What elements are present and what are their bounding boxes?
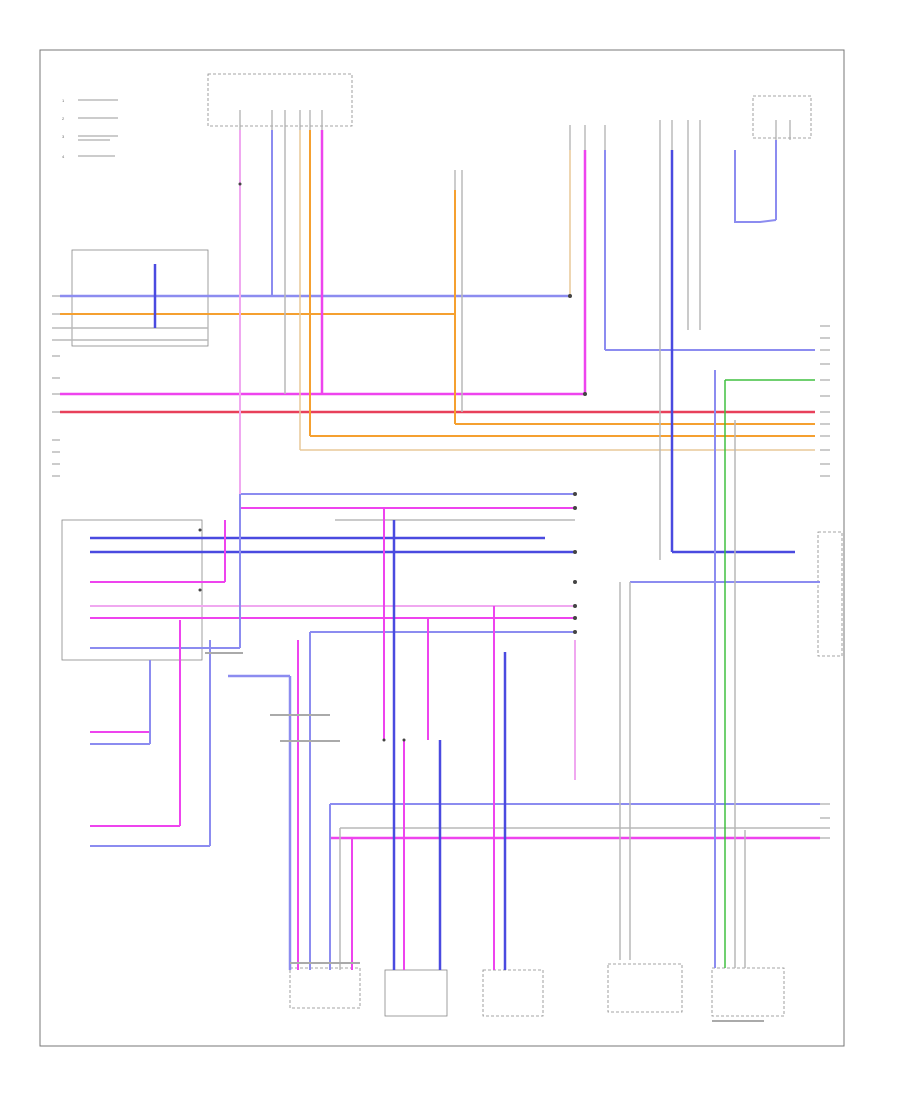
connector-block-left bbox=[71, 249, 209, 347]
pin-stubs bbox=[239, 110, 791, 190]
legend-num-4: 4 bbox=[62, 154, 65, 159]
legend: 1 2 3 4 bbox=[62, 98, 118, 159]
legend-num-2: 2 bbox=[62, 116, 65, 121]
connector-block-right bbox=[817, 531, 843, 657]
module-top-right-component bbox=[752, 95, 812, 139]
module-bottom-1 bbox=[289, 967, 361, 1009]
bottom-pin-rows bbox=[205, 652, 764, 1022]
fuse-box-component bbox=[207, 73, 353, 127]
module-bottom-5 bbox=[711, 967, 785, 1017]
link-wire-top-right bbox=[734, 150, 777, 223]
module-bottom-2 bbox=[384, 969, 448, 1017]
vertical-wires bbox=[149, 130, 777, 970]
components-top bbox=[61, 73, 843, 661]
terminal-ticks bbox=[52, 295, 830, 839]
connector-block-mid-left bbox=[61, 519, 203, 661]
components-bottom bbox=[289, 963, 785, 1017]
legend-num-1: 1 bbox=[62, 98, 65, 103]
module-bottom-4 bbox=[607, 963, 683, 1013]
junctions bbox=[198, 182, 587, 742]
module-bottom-3 bbox=[482, 969, 544, 1017]
diagram-border bbox=[39, 49, 845, 1047]
legend-num-3: 3 bbox=[62, 134, 65, 139]
horizontal-wires bbox=[60, 294, 820, 847]
